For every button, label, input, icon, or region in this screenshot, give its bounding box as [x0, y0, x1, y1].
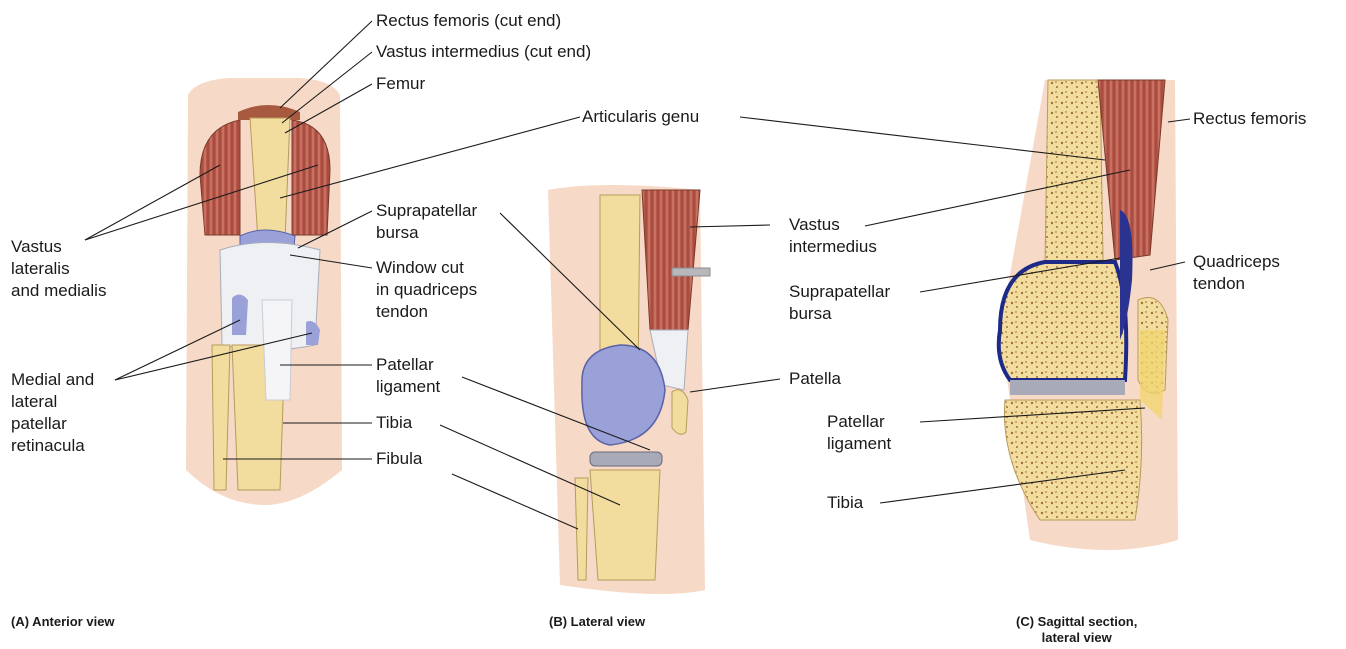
- label-line: Suprapatellar: [376, 200, 477, 222]
- label-rectus-femoris-cut-end: Rectus femoris (cut end): [376, 10, 561, 32]
- label-tibia-c: Tibia: [827, 492, 863, 514]
- label-vastus-lateralis-medialis: Vastus lateralis and medialis: [11, 236, 106, 302]
- label-line: ligament: [376, 376, 440, 398]
- label-line: patellar: [11, 413, 94, 435]
- label-line: bursa: [376, 222, 477, 244]
- label-line: Medial and: [11, 369, 94, 391]
- label-line: lateral: [11, 391, 94, 413]
- label-line: Vastus: [789, 214, 877, 236]
- anterior-view-illustration: [186, 78, 342, 505]
- label-line: lateralis: [11, 258, 106, 280]
- lateral-view-illustration: [548, 185, 710, 594]
- label-patella: Patella: [789, 368, 841, 390]
- label-medial-lateral-retinacula: Medial and lateral patellar retinacula: [11, 369, 94, 457]
- label-femur: Femur: [376, 73, 425, 95]
- label-suprapatellar-bursa-a: Suprapatellar bursa: [376, 200, 477, 244]
- label-line: in quadriceps: [376, 279, 477, 301]
- label-vastus-intermedius-cut-end: Vastus intermedius (cut end): [376, 41, 591, 63]
- caption-sagittal-section: (C) Sagittal section, lateral view: [1016, 614, 1137, 646]
- label-line: Quadriceps: [1193, 251, 1280, 273]
- label-line: retinacula: [11, 435, 94, 457]
- label-fibula: Fibula: [376, 448, 422, 470]
- label-suprapatellar-bursa-c: Suprapatellar bursa: [789, 281, 890, 325]
- caption-line: (C) Sagittal section,: [1016, 614, 1137, 630]
- label-line: Patellar: [376, 354, 440, 376]
- label-line: and medialis: [11, 280, 106, 302]
- caption-lateral-view: (B) Lateral view: [549, 614, 645, 630]
- label-line: intermedius: [789, 236, 877, 258]
- label-quadriceps-tendon: Quadriceps tendon: [1193, 251, 1280, 295]
- label-line: Patellar: [827, 411, 891, 433]
- caption-anterior-view: (A) Anterior view: [11, 614, 115, 630]
- label-line: ligament: [827, 433, 891, 455]
- label-vastus-intermedius: Vastus intermedius: [789, 214, 877, 258]
- label-line: Suprapatellar: [789, 281, 890, 303]
- label-articularis-genu: Articularis genu: [582, 106, 699, 128]
- label-line: bursa: [789, 303, 890, 325]
- label-window-cut: Window cut in quadriceps tendon: [376, 257, 477, 323]
- label-line: Window cut: [376, 257, 477, 279]
- label-line: tendon: [1193, 273, 1280, 295]
- label-patellar-ligament-a: Patellar ligament: [376, 354, 440, 398]
- label-line: Vastus: [11, 236, 106, 258]
- label-rectus-femoris: Rectus femoris: [1193, 108, 1306, 130]
- label-line: tendon: [376, 301, 477, 323]
- label-tibia-a: Tibia: [376, 412, 412, 434]
- caption-line: lateral view: [1016, 630, 1137, 646]
- label-patellar-ligament-c: Patellar ligament: [827, 411, 891, 455]
